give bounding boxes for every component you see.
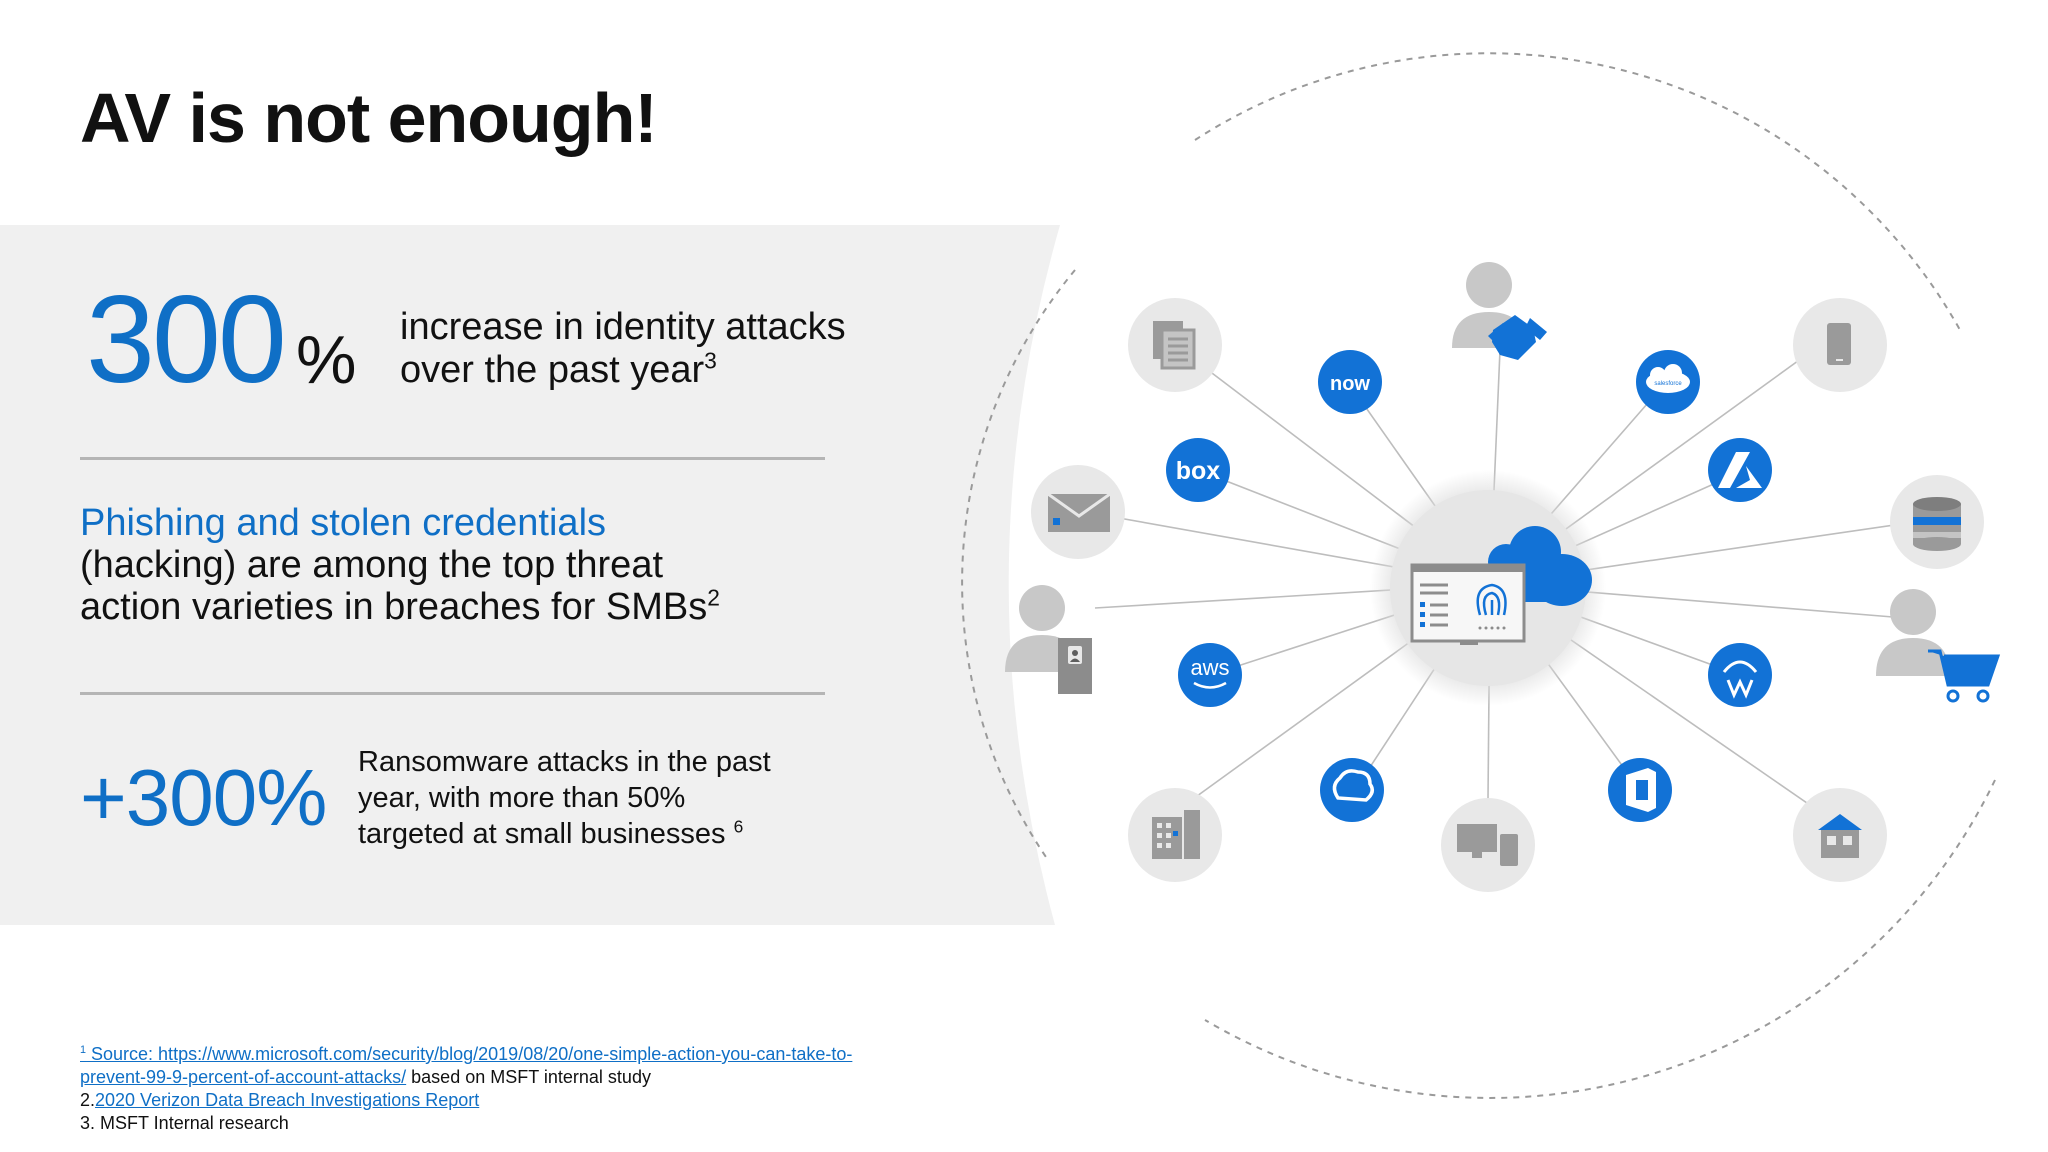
webex-icon bbox=[1722, 660, 1758, 699]
identity-stat-line2: over the past year bbox=[400, 349, 705, 391]
identity-hub-diagram: now salesforce box aws bbox=[961, 52, 2001, 1099]
aws-node: aws bbox=[1178, 643, 1242, 707]
outer-dashed-arc-left bbox=[961, 269, 1076, 861]
desktop-devices-icon bbox=[1457, 824, 1518, 866]
reference-1: 1 Source: https://www.microsoft.com/secu… bbox=[80, 1043, 1080, 1089]
references: 1 Source: https://www.microsoft.com/secu… bbox=[80, 1043, 1080, 1135]
azure-node bbox=[1708, 438, 1772, 502]
ransomware-line3: targeted at small businesses bbox=[358, 818, 726, 850]
azure-icon bbox=[1718, 452, 1762, 488]
reference-2: 2.2020 Verizon Data Breach Investigation… bbox=[80, 1090, 480, 1110]
cloud-sync-node bbox=[1320, 758, 1384, 822]
reference-1-link[interactable]: 1 Source: https://www.microsoft.com/secu… bbox=[80, 1044, 853, 1087]
reference-1-suffix: based on MSFT internal study bbox=[406, 1067, 651, 1087]
office-node bbox=[1608, 758, 1672, 822]
phishing-footnote: 2 bbox=[707, 584, 720, 611]
reference-2-link[interactable]: 2020 Verizon Data Breach Investigations … bbox=[95, 1090, 480, 1110]
reference-3: 3. MSFT Internal research bbox=[80, 1113, 289, 1133]
building-node bbox=[1128, 788, 1222, 882]
database-node bbox=[1890, 475, 1984, 569]
outer-dashed-arc-top bbox=[1194, 52, 1961, 331]
webex-node bbox=[1708, 643, 1772, 707]
phishing-line2: (hacking) are among the top threat bbox=[80, 544, 664, 586]
user-handshake-node bbox=[1452, 262, 1547, 360]
user-badge-node bbox=[1005, 585, 1092, 694]
documents-node bbox=[1128, 298, 1222, 392]
id-badge-icon bbox=[1058, 638, 1092, 694]
phishing-line3: action varieties in breaches for SMBs2 bbox=[80, 584, 720, 628]
divider-2 bbox=[80, 692, 825, 695]
ransomware-stat-number: +300% bbox=[80, 753, 327, 842]
salesforce-cloud-icon bbox=[1646, 364, 1690, 393]
ransomware-line1: Ransomware attacks in the past bbox=[358, 746, 771, 778]
salesforce-label: salesforce bbox=[1654, 381, 1682, 387]
ransomware-stat-description: Ransomware attacks in the past year, wit… bbox=[358, 744, 818, 852]
office-icon bbox=[1626, 768, 1656, 812]
home-icon bbox=[1818, 814, 1862, 858]
divider-1 bbox=[80, 457, 825, 460]
cloud-sync-icon bbox=[1332, 769, 1374, 802]
identity-stat-percent: % bbox=[296, 322, 357, 398]
shopping-cart-icon bbox=[1928, 649, 2001, 703]
handshake-icon bbox=[1488, 315, 1547, 360]
building-icon bbox=[1152, 810, 1200, 859]
home-node bbox=[1793, 788, 1887, 882]
devices-node bbox=[1441, 798, 1535, 892]
phishing-stat: Phishing and stolen credentials (hacking… bbox=[80, 502, 840, 628]
user-cart-node bbox=[1876, 589, 2001, 703]
mobile-device-node bbox=[1793, 298, 1887, 392]
salesforce-node: salesforce bbox=[1636, 350, 1700, 414]
identity-stat-number: 300 bbox=[86, 271, 287, 409]
servicenow-node: now bbox=[1318, 350, 1382, 414]
documents-icon bbox=[1153, 321, 1196, 370]
mobile-device-icon bbox=[1827, 323, 1851, 365]
identity-stat-description: increase in identity attacks over the pa… bbox=[400, 306, 920, 392]
laptop-fingerprint-icon bbox=[1410, 563, 1526, 645]
phishing-highlight: Phishing and stolen credentials bbox=[80, 502, 607, 544]
aws-label: aws bbox=[1190, 655, 1229, 680]
slide-title: AV is not enough! bbox=[80, 79, 658, 157]
database-icon bbox=[1913, 497, 1961, 551]
servicenow-label: now bbox=[1330, 373, 1370, 395]
identity-stat-footnote: 3 bbox=[704, 347, 717, 374]
central-hub bbox=[1370, 470, 1606, 706]
user-icon bbox=[1876, 589, 1950, 676]
box-label: box bbox=[1176, 457, 1221, 485]
mail-node bbox=[1031, 465, 1125, 559]
aws-smile-icon bbox=[1193, 681, 1227, 689]
box-node: box bbox=[1166, 438, 1230, 502]
stats-band bbox=[0, 225, 1060, 925]
identity-stat-line1: increase in identity attacks bbox=[400, 306, 846, 348]
mail-icon bbox=[1047, 492, 1111, 532]
ransomware-footnote: 6 bbox=[733, 816, 744, 837]
ransomware-line2: year, with more than 50% bbox=[358, 782, 686, 814]
